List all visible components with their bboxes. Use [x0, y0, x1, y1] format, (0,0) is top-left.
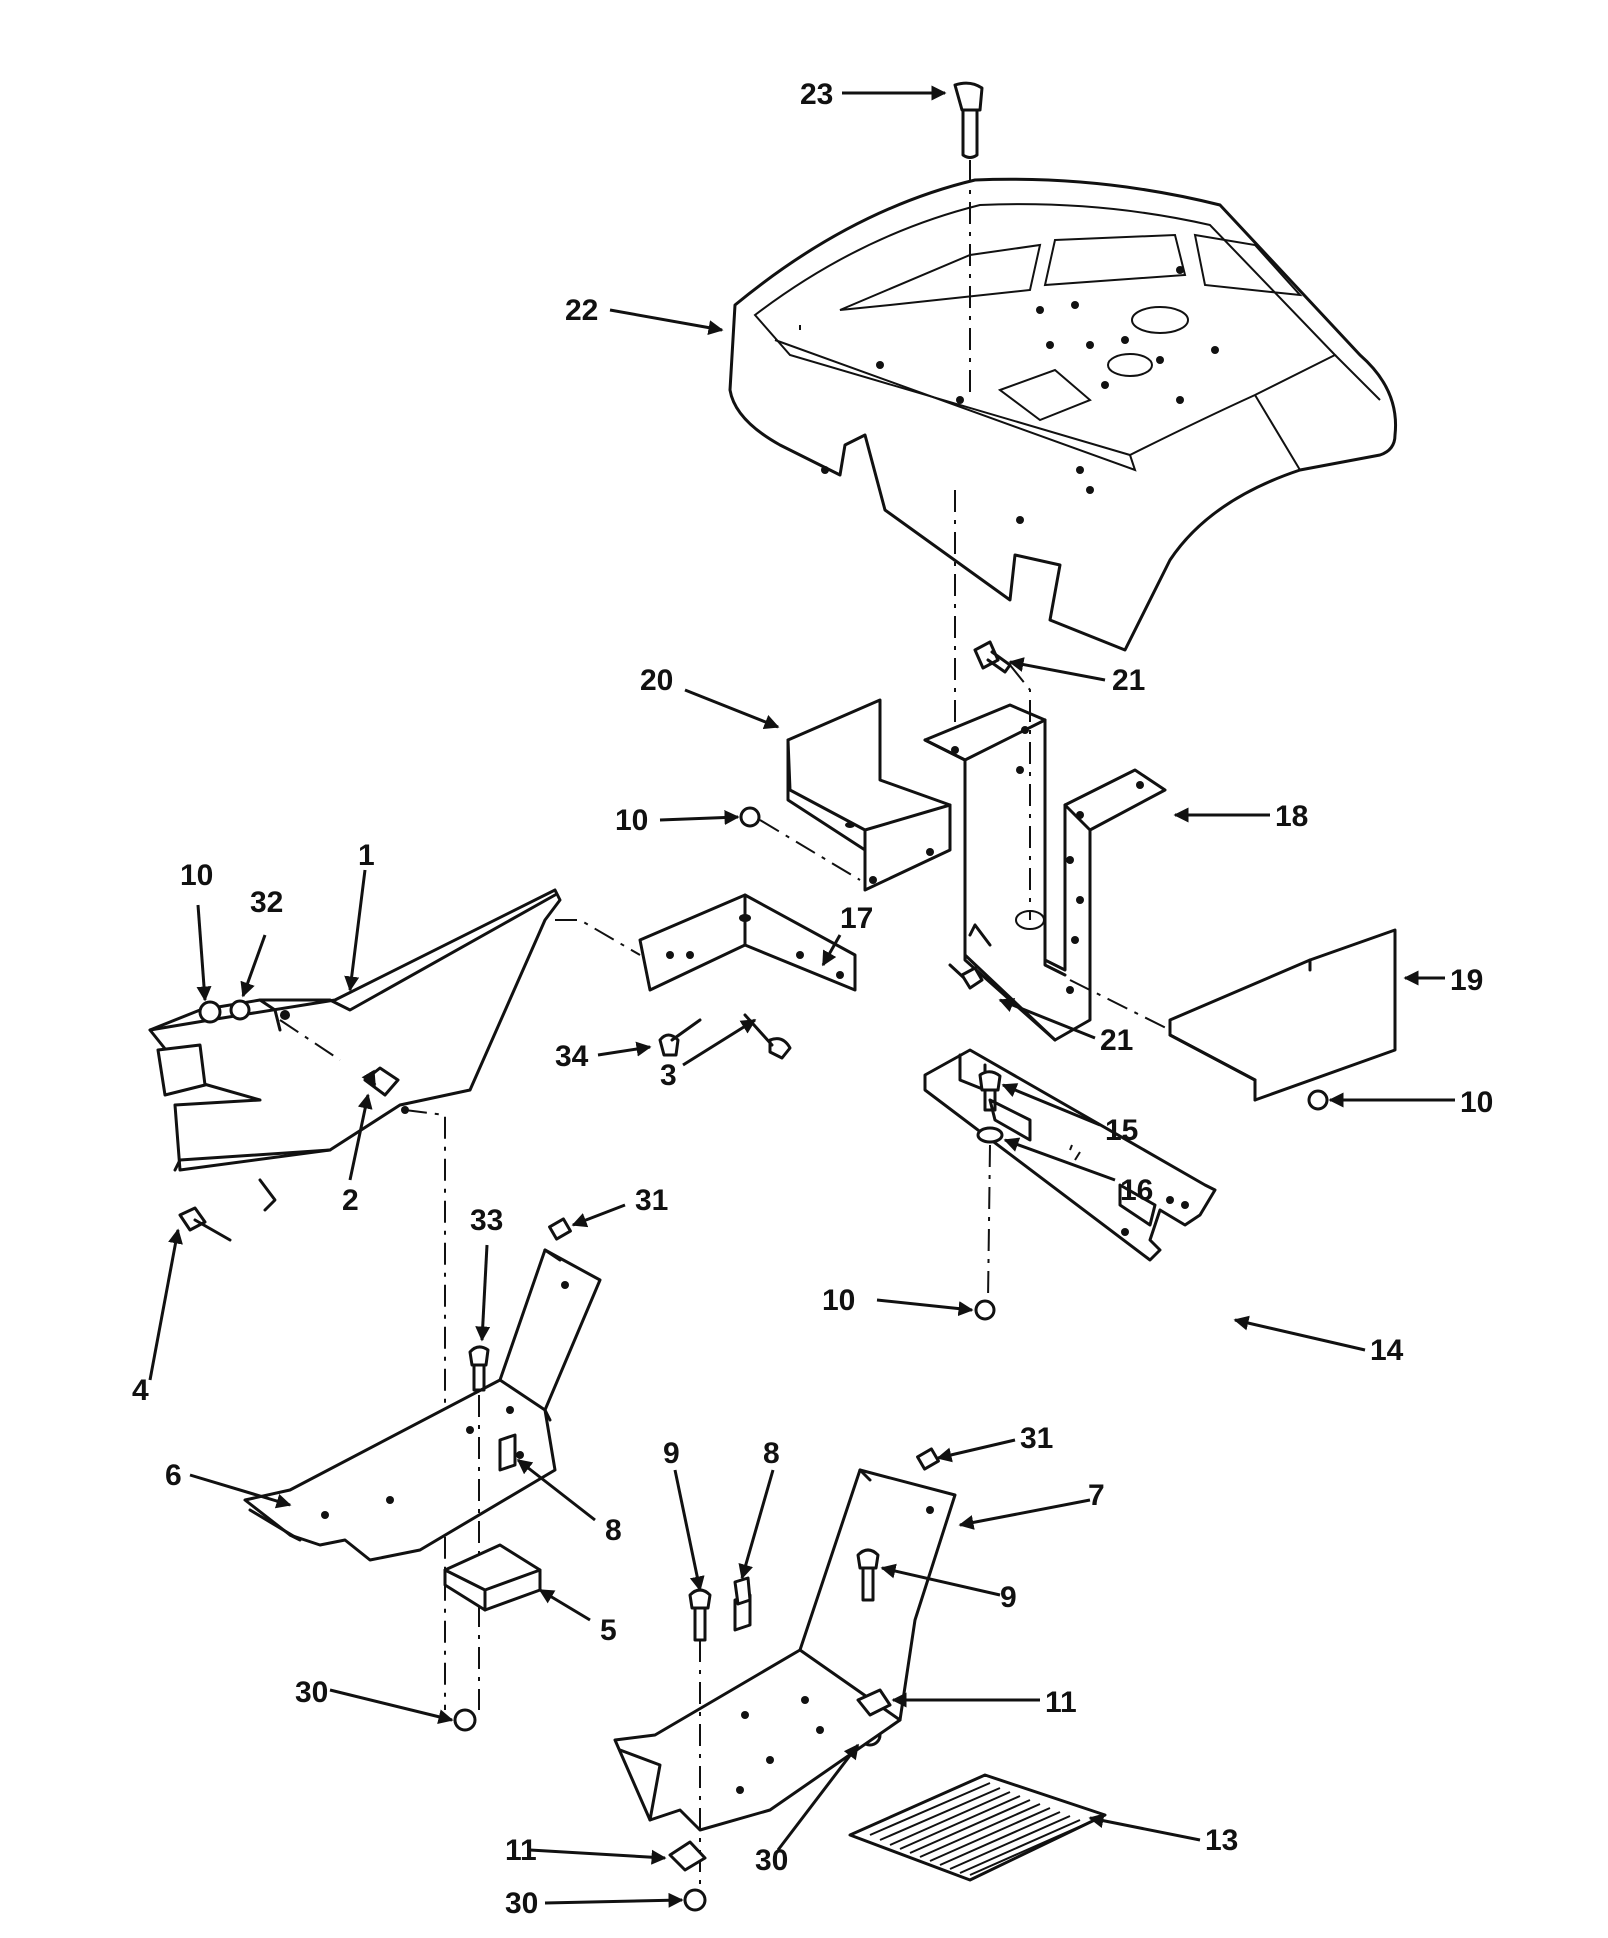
callout-5: 5: [600, 1614, 617, 1647]
rail14-bolt-line: [987, 1144, 991, 1301]
rail-14: [923, 1048, 1217, 1262]
nut-30-left: [453, 1708, 477, 1732]
footrest-7: [613, 1468, 957, 1832]
bolt-23: [953, 81, 984, 400]
washer-16: [976, 1126, 1004, 1144]
callout-6: 6: [165, 1459, 182, 1492]
nut-10-bracket19: [1307, 1089, 1329, 1111]
callout-17: 17: [840, 902, 873, 935]
callout-1: 1: [358, 839, 375, 872]
callout-21: 21: [1112, 664, 1145, 697]
callout-3: 3: [660, 1059, 677, 1092]
callout-30: 30: [505, 1887, 538, 1920]
callout-4: 4: [132, 1374, 149, 1407]
bolt-21-upper: [973, 640, 1031, 920]
footrest-6: [243, 1248, 602, 1562]
callout-10: 10: [822, 1284, 855, 1317]
callout-10: 10: [1460, 1086, 1493, 1119]
nut-10-rail14: [974, 1299, 996, 1321]
clip-11-right: [856, 1688, 892, 1717]
bolt-33: [468, 1345, 490, 1710]
nut-10-mid-line: [759, 819, 861, 881]
rail-1: [148, 888, 641, 1710]
dash-panel-part: [728, 177, 1398, 652]
clip-8-right: [733, 1576, 752, 1606]
callout-11: 11: [505, 1834, 537, 1867]
mat-13: [848, 1773, 1107, 1882]
nut-10-rail: [198, 1000, 222, 1024]
nut-10-mid: [739, 806, 761, 828]
callout-23: 23: [800, 78, 833, 111]
bolt-34: [658, 1018, 702, 1057]
bracket-19: [1069, 928, 1397, 1102]
callout-9: 9: [663, 1437, 680, 1470]
bolt-21-lower: [948, 963, 984, 990]
angle-bracket-17: [638, 893, 857, 992]
bolt-15: [978, 1070, 1002, 1112]
plug-31-left: [548, 1217, 572, 1241]
callout-13: 13: [1205, 1824, 1238, 1857]
callout-15: 15: [1105, 1114, 1138, 1147]
bracket-5: [443, 1543, 542, 1612]
callout-19: 19: [1450, 964, 1483, 997]
bolt-9-right: [856, 1548, 880, 1602]
callout-14: 14: [1370, 1334, 1404, 1367]
callout-31: 31: [1020, 1422, 1053, 1455]
clip-11-left: [668, 1840, 707, 1872]
callout-30: 30: [755, 1844, 788, 1877]
callout-8: 8: [763, 1437, 780, 1470]
callout-22: 22: [565, 294, 598, 327]
callout-31: 31: [635, 1184, 668, 1217]
nut-30-bottom: [683, 1888, 707, 1912]
callout-9: 9: [1000, 1581, 1017, 1614]
callout-32: 32: [250, 886, 283, 919]
lockwasher-32: [229, 999, 251, 1021]
bracket-18: [923, 703, 1167, 1042]
callout-20: 20: [640, 664, 673, 697]
callout-34: 34: [555, 1040, 589, 1073]
callout-8: 8: [605, 1514, 622, 1547]
bracket-20: [786, 698, 952, 892]
leader-arrows: [148, 85, 1455, 1908]
callout-11: 11: [1045, 1686, 1077, 1719]
callout-18: 18: [1275, 800, 1308, 833]
callout-labels: 23 22 21 20 18 10 19 21 17 1 10 32 34 3 …: [132, 78, 1493, 1920]
callout-30: 30: [295, 1676, 328, 1709]
callout-7: 7: [1088, 1479, 1105, 1512]
callout-10: 10: [615, 804, 648, 837]
callout-33: 33: [470, 1204, 503, 1237]
callout-21: 21: [1100, 1024, 1133, 1057]
screw-4: [178, 1206, 232, 1242]
callout-10: 10: [180, 859, 213, 892]
callout-2: 2: [342, 1184, 359, 1217]
callout-16: 16: [1120, 1174, 1153, 1207]
plug-31-right: [916, 1447, 940, 1471]
